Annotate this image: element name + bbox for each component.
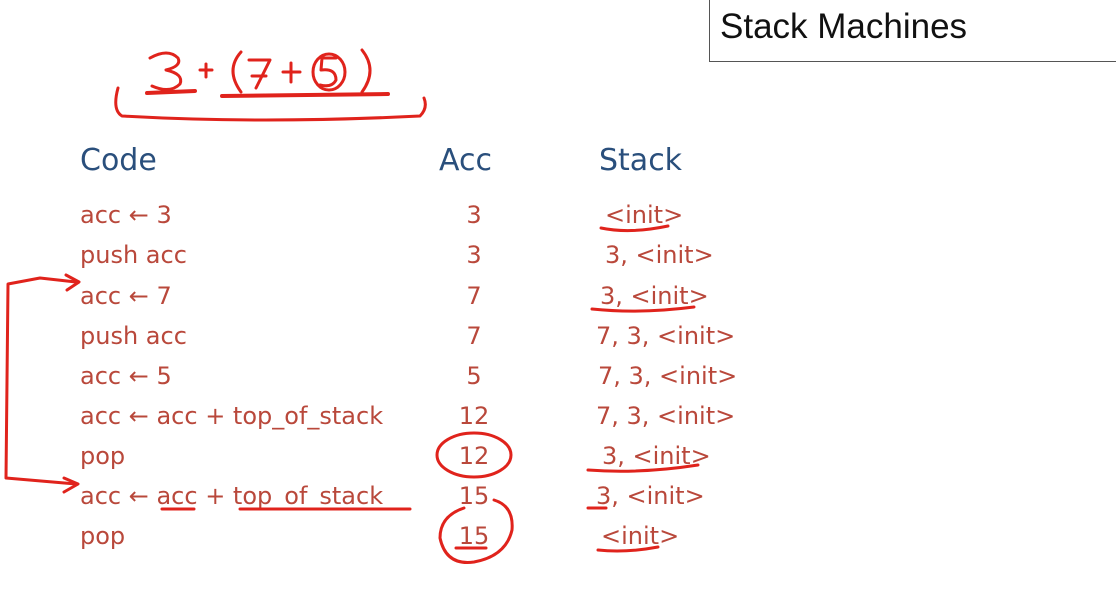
title-box: Stack Machines	[709, 0, 1116, 62]
acc-cell: 5	[466, 362, 482, 390]
acc-cell: 12	[458, 402, 490, 430]
handwritten-expression	[114, 48, 427, 122]
code-cell: acc ← acc + top_of_stack	[80, 482, 384, 510]
header-code: Code	[80, 143, 157, 178]
acc-cell: 7	[466, 322, 482, 350]
stack-cell: <init>	[605, 201, 684, 229]
code-cell: acc ← acc + top_of_stack	[80, 402, 384, 430]
stack-cell: 3, <init>	[605, 241, 714, 269]
acc-cell: 15	[458, 482, 490, 510]
acc-cell: 15	[458, 522, 490, 550]
code-cell: pop	[80, 442, 126, 470]
code-cell: pop	[80, 522, 126, 550]
acc-cell: 7	[466, 282, 482, 310]
header-stack: Stack	[599, 143, 683, 178]
stack-cell: 3, <init>	[596, 482, 705, 510]
slide-title: Stack Machines	[720, 7, 968, 46]
code-cell: push acc	[80, 241, 187, 269]
code-cell: acc ← 5	[80, 362, 172, 390]
acc-cell: 12	[458, 442, 490, 470]
acc-cell: 3	[466, 241, 482, 269]
header-acc: Acc	[439, 143, 492, 178]
code-cell: acc ← 3	[80, 201, 172, 229]
acc-cell: 3	[466, 201, 482, 229]
stack-cell: 7, 3, <init>	[596, 322, 736, 350]
code-cell: push acc	[80, 322, 187, 350]
code-cell: acc ← 7	[80, 282, 172, 310]
stack-cell: 3, <init>	[600, 282, 709, 310]
stack-cell: 7, 3, <init>	[596, 402, 736, 430]
stack-cell: <init>	[601, 522, 680, 550]
stack-cell: 7, 3, <init>	[598, 362, 738, 390]
